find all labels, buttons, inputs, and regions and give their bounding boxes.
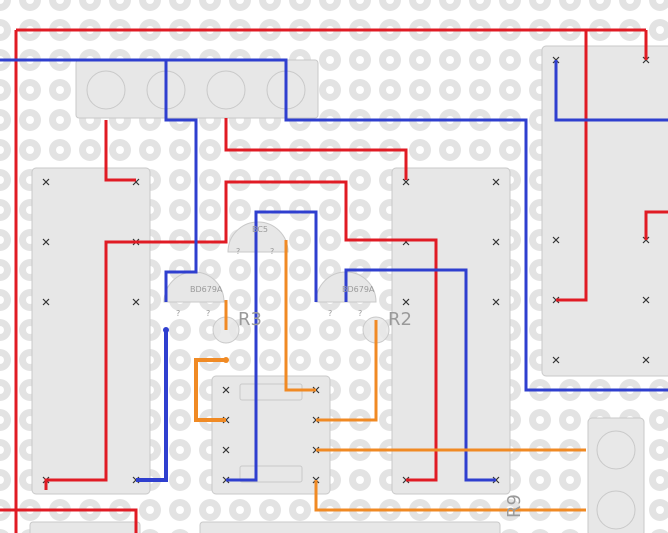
label-question: ?: [270, 247, 274, 256]
label-question: ?: [358, 309, 362, 318]
red-wire: [44, 180, 438, 490]
red-wire: [224, 118, 408, 180]
pin-x-mark: [42, 298, 50, 306]
orange-wire: [316, 320, 378, 422]
terminal-screw-1: [596, 430, 636, 470]
terminal-screw-2: [596, 490, 636, 530]
relay-right: [541, 45, 668, 377]
label-r3: R3: [238, 309, 262, 330]
label-question: ?: [236, 247, 240, 256]
pin-x-mark: [642, 356, 650, 364]
bottom-component-2: [199, 521, 501, 533]
red-wire: [104, 120, 136, 182]
orange-wires: [194, 240, 586, 512]
label-r9: R9: [504, 494, 525, 518]
labels: BD679A BD679A BC5 R3 R2 R9 ? ? ? ? ? ?: [176, 225, 525, 518]
label-bd679a-left: BD679A: [190, 285, 223, 294]
red-wire: [644, 210, 668, 240]
pin-x-mark: [492, 298, 500, 306]
relay-middle: [391, 167, 511, 495]
orange-wire: [194, 358, 226, 422]
red-wire: [0, 508, 138, 533]
blue-wire: [554, 60, 668, 122]
ic-notch-top: [239, 383, 303, 401]
pin-x-mark: [222, 446, 230, 454]
label-question: ?: [328, 309, 332, 318]
label-r2: R2: [388, 309, 412, 330]
blue-wire: [226, 210, 318, 482]
blue-wire: [0, 58, 668, 392]
pin-x-mark: [132, 298, 140, 306]
pot-knob-1: [86, 70, 126, 110]
label-question: ?: [176, 309, 180, 318]
pot-knob-3: [206, 70, 246, 110]
orange-wire: [284, 240, 316, 392]
pin-x-mark: [552, 356, 560, 364]
label-question: ?: [206, 309, 210, 318]
relay-left: [31, 167, 151, 495]
pin-x-mark: [642, 296, 650, 304]
pin-x-mark: [492, 238, 500, 246]
label-bd679a-right: BD679A: [342, 285, 375, 294]
pin-x-mark: [402, 178, 410, 186]
orange-wire: [314, 480, 586, 512]
orange-wire-endpoint: [223, 357, 229, 363]
blue-wire: [344, 268, 496, 482]
bottom-component-1: [29, 521, 141, 533]
pin-x-mark: [492, 178, 500, 186]
wire-endpoints: [163, 327, 229, 363]
blue-wires: [0, 58, 668, 482]
pin-x-mark: [552, 236, 560, 244]
pin-x-mark: [42, 178, 50, 186]
ic-chip: [211, 375, 331, 495]
pin-x-mark: [222, 386, 230, 394]
blue-wire: [136, 330, 168, 482]
blue-wire: [164, 60, 198, 302]
pin-x-mark: [42, 238, 50, 246]
components: [29, 45, 668, 533]
pin-x-mark: [402, 298, 410, 306]
label-bc-top: BC5: [252, 225, 268, 234]
blue-wire-endpoint: [163, 327, 169, 333]
